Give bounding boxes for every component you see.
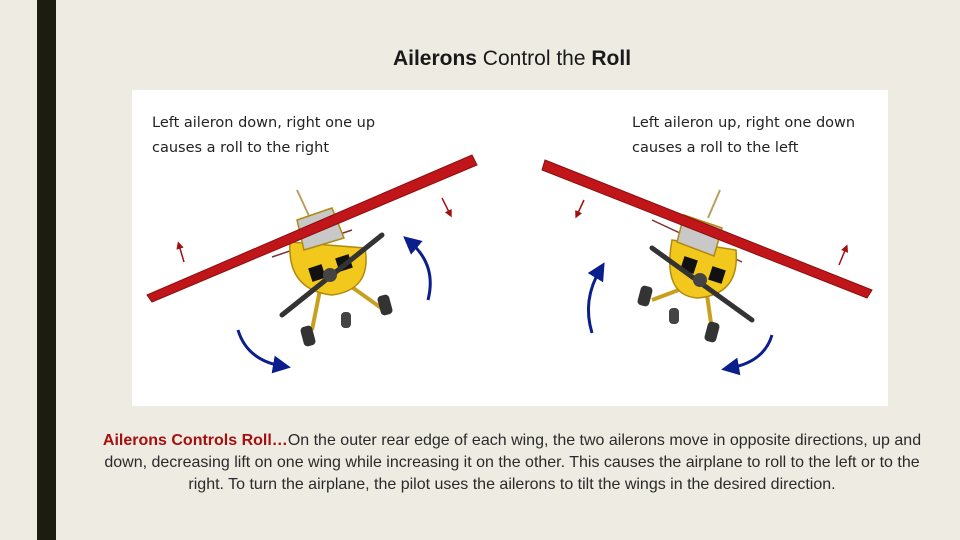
left-caption-line-1: Left aileron down, right one up [152, 115, 376, 131]
right-caption-line-1: Left aileron up, right one down [632, 115, 856, 131]
airplane-illustration [146, 154, 873, 376]
left-caption-line-2: causes a roll to the right [152, 140, 330, 156]
body-text: On the outer rear edge of each wing, the… [104, 432, 922, 493]
body-lead: Ailerons Controls Roll… [102, 432, 288, 449]
accent-side-bar [37, 0, 56, 540]
title-middle: Control the [476, 47, 592, 70]
title-bold-roll: Roll [591, 47, 632, 70]
title-bold-ailerons: Ailerons [392, 47, 477, 70]
right-caption: Left aileron up, right one down causes a… [632, 111, 855, 161]
slide-title: Ailerons Control the Roll [0, 47, 960, 71]
left-plane-roll-right [146, 154, 478, 374]
left-caption: Left aileron down, right one up causes a… [152, 111, 375, 161]
right-plane-roll-left [541, 159, 873, 376]
body-paragraph: Ailerons Controls Roll…On the outer rear… [92, 430, 932, 496]
aileron-roll-figure: Left aileron down, right one up causes a… [132, 90, 888, 406]
right-caption-line-2: causes a roll to the left [632, 140, 799, 156]
